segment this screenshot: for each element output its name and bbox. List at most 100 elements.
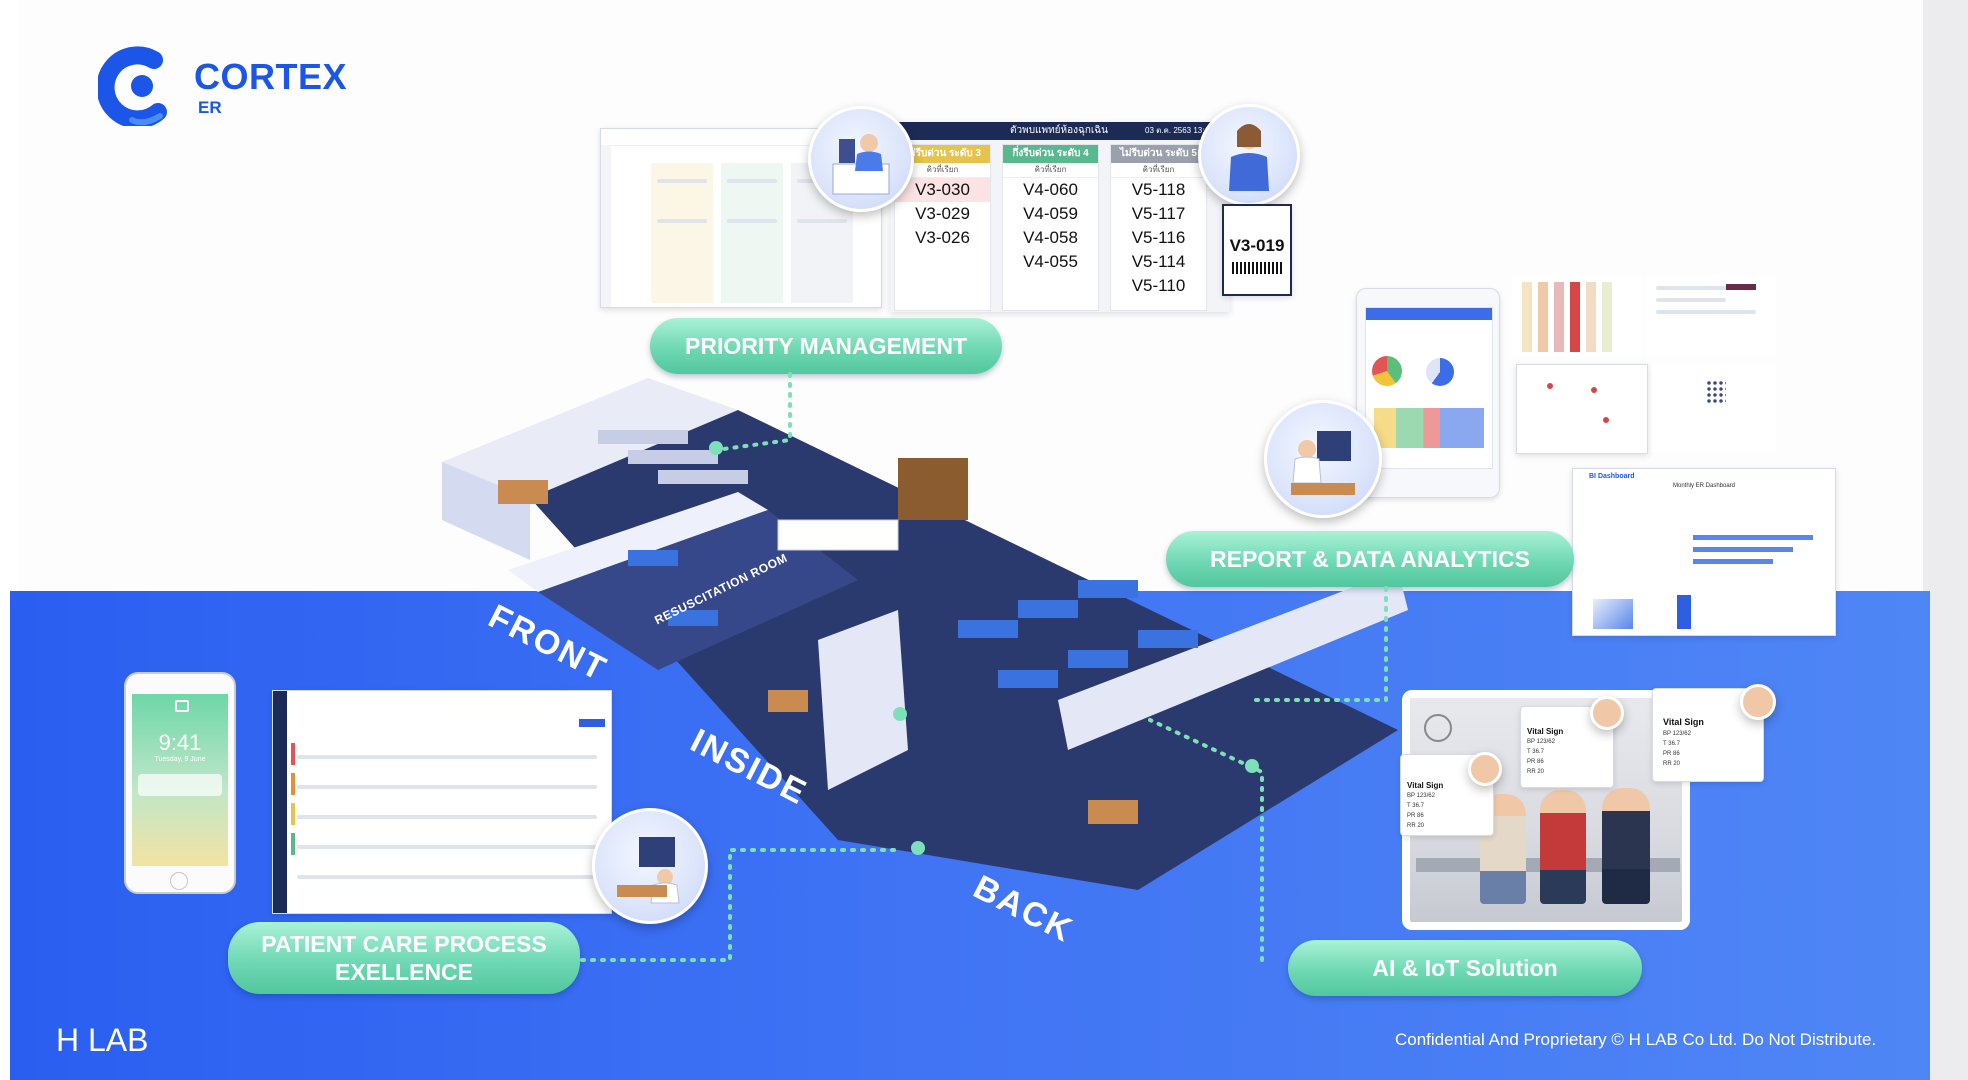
vital-label: T — [1407, 803, 1411, 809]
vital-value: 20 — [1417, 823, 1425, 829]
queue-number: V5-114 — [1131, 252, 1186, 271]
bi-dashboard: BI Dashboard Monthly ER Dashboard — [1572, 468, 1836, 636]
vital-label: BP — [1407, 793, 1415, 799]
cortex-logo: CORTEX ER — [98, 46, 348, 126]
heatmap-column — [1538, 282, 1548, 352]
tablet-app-bar — [1366, 308, 1492, 320]
dashboard-bar — [1693, 559, 1773, 564]
heatmap-column — [1554, 282, 1564, 352]
inside-wall — [818, 610, 908, 790]
vital-label: RR — [1407, 823, 1416, 829]
phone-screen: 9:41 Tuesday, 9 June — [132, 694, 228, 866]
avatar — [1740, 684, 1776, 720]
vital-label: T — [1527, 749, 1531, 755]
bed — [958, 620, 1018, 638]
vital-label: RR — [1663, 761, 1672, 767]
priority-marker — [291, 803, 295, 825]
vital-row: PR 86 — [1663, 751, 1680, 757]
waiting-seats — [598, 430, 688, 444]
ai-iot-pill: AI & IoT Solution — [1288, 940, 1642, 996]
vital-value: 86 — [1537, 759, 1544, 765]
doctor-illustration-icon — [617, 837, 680, 904]
analyst-illustration — [1264, 400, 1382, 518]
smartphone: 9:41 Tuesday, 9 June — [124, 672, 236, 894]
vital-row: T 36.7 — [1407, 803, 1424, 809]
ticket-number: V3-019 — [1229, 236, 1285, 255]
connector-ai — [1148, 718, 1264, 962]
priority-marker — [291, 833, 295, 855]
queue-column-sub: คิวที่เรียก — [1111, 163, 1206, 178]
bed — [1078, 580, 1138, 598]
brand-name: CORTEX — [194, 56, 348, 97]
desk — [768, 690, 808, 712]
vital-row: PR 86 — [1407, 813, 1424, 819]
queue-number: V3-030 — [895, 178, 990, 202]
er-floor-plan — [442, 378, 1408, 890]
triage-row — [727, 179, 777, 183]
queue-column-header: ไม่รีบด่วน ระดับ 5 — [1111, 145, 1206, 163]
vital-row: PR 86 — [1527, 759, 1544, 765]
analytics-chart-panel — [1512, 276, 1642, 356]
table-highlight — [1726, 284, 1756, 290]
queue-number: V5-116 — [1131, 228, 1186, 247]
vital-row: BP 123/62 — [1663, 731, 1691, 737]
analytics-table-panel — [1646, 276, 1776, 356]
dashboard-area-chart — [1593, 599, 1633, 629]
doctor-desk-illustration — [592, 808, 708, 924]
queue-board-header: ตัวพบแพทย์ห้องฉุกเฉิน 03 ต.ค. 2563 13:4 — [890, 122, 1230, 140]
triage-level-column — [651, 163, 713, 303]
heatmap-column — [1602, 282, 1612, 352]
phone-home-button — [170, 872, 188, 890]
heatmap-column — [1570, 282, 1580, 352]
desk — [498, 480, 548, 504]
heatmap-column — [1522, 282, 1532, 352]
confidential-footer: Confidential And Proprietary © H LAB Co … — [1395, 1030, 1877, 1049]
queue-number: V5-118 — [1131, 180, 1186, 199]
priority-management-pill: PRIORITY MANAGEMENT — [650, 318, 1002, 374]
dashboard-bar — [1693, 547, 1793, 552]
triage-app-header — [601, 129, 881, 146]
vital-label: RR — [1527, 769, 1536, 775]
scatter-point — [1591, 387, 1597, 393]
vital-value: 20 — [1537, 769, 1545, 775]
patient-care-pill: PATIENT CARE PROCESS EXELLENCE — [228, 922, 580, 994]
vital-value: 123/62 — [1536, 739, 1555, 745]
phone-date: Tuesday, 9 June — [154, 756, 206, 763]
vital-value: 86 — [1417, 813, 1424, 819]
desk — [1088, 800, 1138, 824]
avatar — [1590, 696, 1624, 730]
queue-number: V4-059 — [1023, 204, 1078, 223]
queue-number: V3-029 — [915, 204, 970, 223]
patient-illustration-icon — [1229, 124, 1269, 191]
resus-room-wall — [508, 492, 768, 592]
triage-row — [657, 179, 707, 183]
right-edge — [1923, 0, 1968, 1080]
patient-row — [297, 875, 597, 879]
vital-value: 36.7 — [1668, 741, 1680, 747]
tablet-pie-chart — [1372, 356, 1402, 386]
person-man — [1602, 788, 1650, 904]
bi-dashboard-subtitle: Monthly ER Dashboard — [1672, 483, 1736, 489]
report-analytics-pill: REPORT & DATA ANALYTICS — [1166, 531, 1574, 587]
patient-list-app — [272, 690, 612, 914]
phone-notification — [138, 774, 222, 796]
table-line — [1656, 298, 1726, 302]
priority-marker — [291, 743, 295, 765]
ticket-barcode — [1232, 262, 1282, 274]
vital-label: PR — [1527, 759, 1536, 765]
vital-row: BP 123/62 — [1527, 739, 1555, 745]
triage-level-column — [721, 163, 783, 303]
vital-label: PR — [1663, 751, 1672, 757]
shelf-unit — [898, 458, 968, 520]
vital-row: RR 20 — [1527, 769, 1544, 775]
bed — [668, 610, 718, 626]
connector-report — [1248, 586, 1388, 702]
priority-marker — [291, 773, 295, 795]
dashboard-bar — [1693, 535, 1813, 540]
vital-value: 86 — [1673, 751, 1680, 757]
bed — [628, 550, 678, 566]
vital-row: RR 20 — [1407, 823, 1424, 829]
vital-label: BP — [1527, 739, 1535, 745]
analytics-scatter-panel — [1516, 364, 1648, 454]
